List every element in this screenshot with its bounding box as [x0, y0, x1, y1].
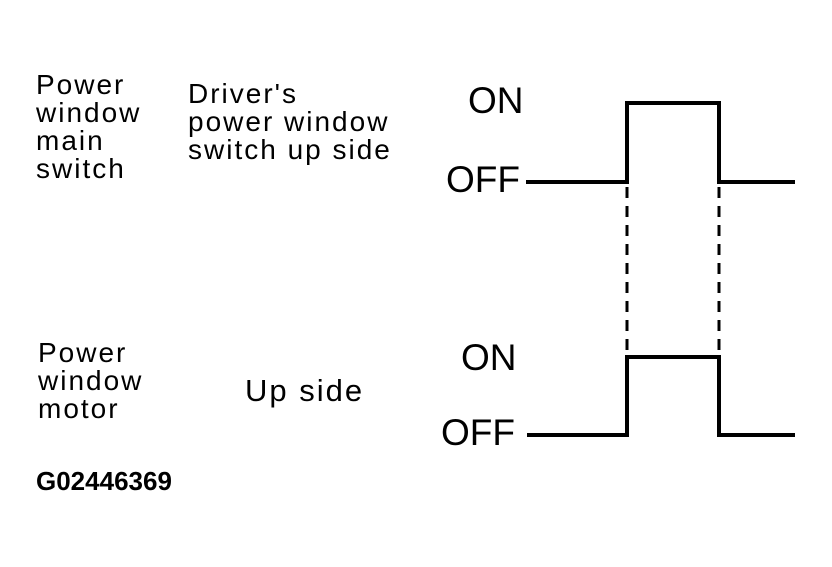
motor-on-label: ON	[461, 337, 517, 378]
motor-off-label: OFF	[441, 412, 515, 453]
signal-label-drivers-power-window-switch-up-side: Driver's power window switch up side	[188, 78, 392, 165]
component-label-power-window-main-switch: Power window main switch	[36, 69, 142, 184]
switch-off-label: OFF	[446, 159, 520, 200]
switch-on-label: ON	[468, 80, 524, 121]
component-label-power-window-motor: Power window motor	[38, 337, 144, 424]
signal-label-up-side: Up side	[245, 373, 365, 408]
switch-waveform-trace	[526, 101, 795, 184]
figure-code: G02446369	[36, 466, 172, 496]
motor-waveform-trace	[527, 355, 795, 437]
